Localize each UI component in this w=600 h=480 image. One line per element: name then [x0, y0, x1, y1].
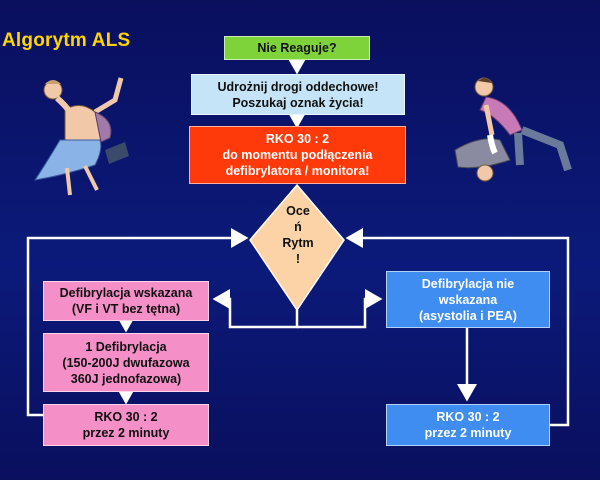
one-shock-box: 1 Defibrylacja (150-200J dwufazowa 360J … — [43, 333, 209, 392]
cpr-box: RKO 30 : 2 do momentu podłączenia defibr… — [189, 126, 406, 184]
cpr-left-box: RKO 30 : 2 przez 2 minuty — [43, 404, 209, 446]
cpr-right-box: RKO 30 : 2 przez 2 minuty — [386, 404, 550, 446]
no-response-box: Nie Reaguje? — [224, 36, 370, 60]
page-title: Algorytm ALS — [2, 30, 131, 51]
assess-rhythm-diamond — [249, 183, 345, 312]
collapsing-person-illustration — [33, 77, 129, 196]
arrow-to-shockable — [212, 289, 299, 329]
arrow-to-nonshockable — [297, 289, 383, 329]
shockable-box: Defibrylacja wskazana (VF i VT bez tętna… — [43, 281, 209, 321]
cpr-rescuer-illustration — [454, 77, 572, 182]
right-loop-arrow — [345, 228, 570, 427]
airway-box: Udrożnij drogi oddechowe! Poszukaj oznak… — [191, 74, 405, 115]
nonshockable-box: Defibrylacja nie wskazana (asystolia i P… — [386, 271, 550, 328]
assess-rhythm-label: Oce ń Rytm ! — [282, 204, 314, 266]
left-loop-arrow — [26, 228, 249, 417]
